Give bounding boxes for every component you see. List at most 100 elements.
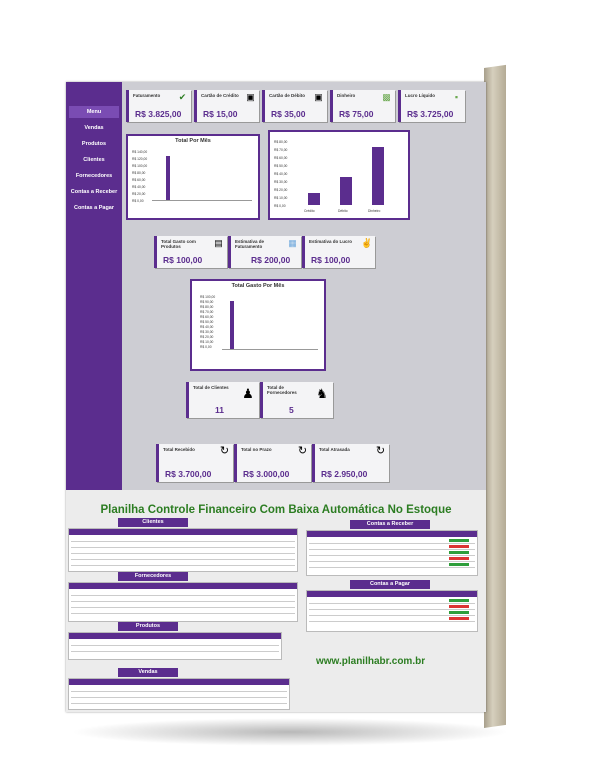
y-tick: R$ 30,00	[274, 180, 288, 184]
table-row	[71, 688, 287, 692]
card-lucro: Lucro Líquido ▪ R$ 3.725,00	[398, 90, 465, 122]
y-tick: R$ 60,00	[274, 156, 288, 160]
chart-gasto-por-mes: Total Gasto Por Mês R$ 100,00 R$ 90,00 R…	[190, 279, 326, 371]
card-label: Faturamento	[133, 93, 161, 98]
table-produtos	[68, 632, 282, 660]
table-title-contas-pagar: Contas a Pagar	[350, 580, 430, 589]
card-total-clientes: Total de Clientes ♟ 11	[186, 382, 259, 418]
card-label: Total de Clientes	[193, 385, 229, 390]
card-label: Estimativa do Lucro	[309, 239, 353, 244]
supplier-icon: ♞	[316, 386, 328, 401]
table-contas-receber	[306, 530, 478, 576]
y-tick: R$ 60,00	[132, 178, 146, 182]
table-contas-pagar	[306, 590, 478, 632]
book-spine-edge	[484, 64, 506, 729]
y-tick: R$ 20,00	[132, 192, 146, 196]
status-badge	[449, 551, 469, 554]
menu-item-produtos[interactable]: Produtos	[81, 141, 107, 147]
table-clientes	[68, 528, 298, 572]
tables-preview-area: Planilha Controle Financeiro Com Baixa A…	[66, 490, 486, 712]
card-value: R$ 2.950,00	[321, 469, 368, 479]
card-label: Dinheiro	[337, 93, 356, 98]
table-header	[69, 583, 297, 589]
y-tick: R$ 140,00	[132, 150, 148, 154]
table-fornecedores	[68, 582, 298, 622]
y-tick: R$ 40,00	[274, 172, 288, 176]
table-row	[71, 592, 295, 596]
card-value: R$ 100,00	[311, 255, 351, 265]
y-tick: R$ 50,00	[274, 164, 288, 168]
table-title-clientes: Clientes	[118, 518, 188, 527]
menu-item-vendas[interactable]: Vendas	[84, 125, 104, 131]
y-tick: R$ 40,00	[200, 325, 214, 329]
table-header	[69, 529, 297, 535]
card-label: Estimativa de Faturamento	[235, 239, 265, 249]
card-value: 11	[215, 405, 224, 415]
table-row	[309, 540, 475, 544]
card-label: Cartão de Crédito	[201, 93, 239, 98]
status-badge	[449, 617, 469, 620]
table-row	[71, 562, 295, 566]
chart-title: Total Gasto Por Mês	[231, 283, 285, 289]
table-row	[309, 564, 475, 568]
check-circle-icon: ✔	[178, 92, 187, 102]
menu-item-fornecedores[interactable]: Fornecedores	[75, 173, 113, 179]
bar-month	[230, 301, 234, 349]
card-value: R$ 200,00	[251, 255, 291, 265]
dashboard-area: Menu Vendas Produtos Clientes Fornecedor…	[66, 82, 486, 490]
table-title-fornecedores: Fornecedores	[118, 572, 188, 581]
card-total-prazo: Total no Prazo ↻ R$ 3.000,00	[234, 444, 311, 482]
banner-title: Planilha Controle Financeiro Com Baixa A…	[100, 504, 452, 516]
menu-item-menu[interactable]: Menu	[69, 106, 119, 118]
table-row	[71, 538, 295, 542]
y-tick: R$ 10,00	[274, 196, 288, 200]
menu-item-contas-receber[interactable]: Contas a Receber	[70, 189, 118, 195]
card-total-atrasada: Total Atrasada ↻ R$ 2.950,00	[312, 444, 389, 482]
x-tick: Dinheiro	[368, 209, 381, 213]
card-label: Total de Fornecedores	[267, 385, 297, 395]
chart-baseline	[152, 200, 252, 201]
credit-card-icon: ▣	[246, 92, 255, 102]
bar-dinheiro	[372, 147, 384, 205]
table-row	[309, 618, 475, 622]
cash-icon: ▩	[382, 92, 391, 102]
y-tick: R$ 0,00	[274, 204, 286, 208]
status-badge	[449, 599, 469, 602]
menu-item-clientes[interactable]: Clientes	[83, 157, 105, 163]
card-estimativa-faturamento: Estimativa de Faturamento ▦ R$ 200,00	[228, 236, 301, 268]
cash-register-icon: ▤	[214, 238, 223, 248]
y-tick: R$ 20,00	[200, 335, 214, 339]
card-gasto-produtos: Total Gasto com Produtos ▤ R$ 100,00	[154, 236, 227, 268]
status-badge	[449, 611, 469, 614]
card-value: R$ 15,00	[203, 109, 238, 119]
y-tick: R$ 0,00	[132, 199, 144, 203]
y-tick: R$ 70,00	[274, 148, 288, 152]
y-tick: R$ 40,00	[132, 185, 146, 189]
x-tick: Débito	[338, 209, 348, 213]
card-label: Cartão de Débito	[269, 93, 306, 98]
status-badge	[449, 545, 469, 548]
card-label: Total Atrasada	[319, 447, 350, 452]
status-badge	[449, 605, 469, 608]
table-row	[309, 612, 475, 616]
book-shadow	[70, 718, 510, 746]
table-header	[307, 531, 477, 537]
card-label: Lucro Líquido	[405, 93, 435, 98]
table-row	[71, 648, 279, 652]
table-row	[309, 606, 475, 610]
menu-item-contas-pagar[interactable]: Contas a Pagar	[73, 205, 115, 211]
table-row	[71, 550, 295, 554]
y-tick: R$ 30,00	[200, 330, 214, 334]
table-header	[307, 591, 477, 597]
y-tick: R$ 100,00	[132, 164, 148, 168]
status-badge	[449, 539, 469, 542]
table-row	[309, 558, 475, 562]
table-title-vendas: Vendas	[118, 668, 178, 677]
table-row	[309, 552, 475, 556]
table-header	[69, 633, 281, 639]
table-row	[71, 642, 279, 646]
table-row	[309, 546, 475, 550]
y-tick: R$ 100,00	[200, 295, 216, 299]
status-badge	[449, 563, 469, 566]
table-vendas	[68, 678, 290, 710]
